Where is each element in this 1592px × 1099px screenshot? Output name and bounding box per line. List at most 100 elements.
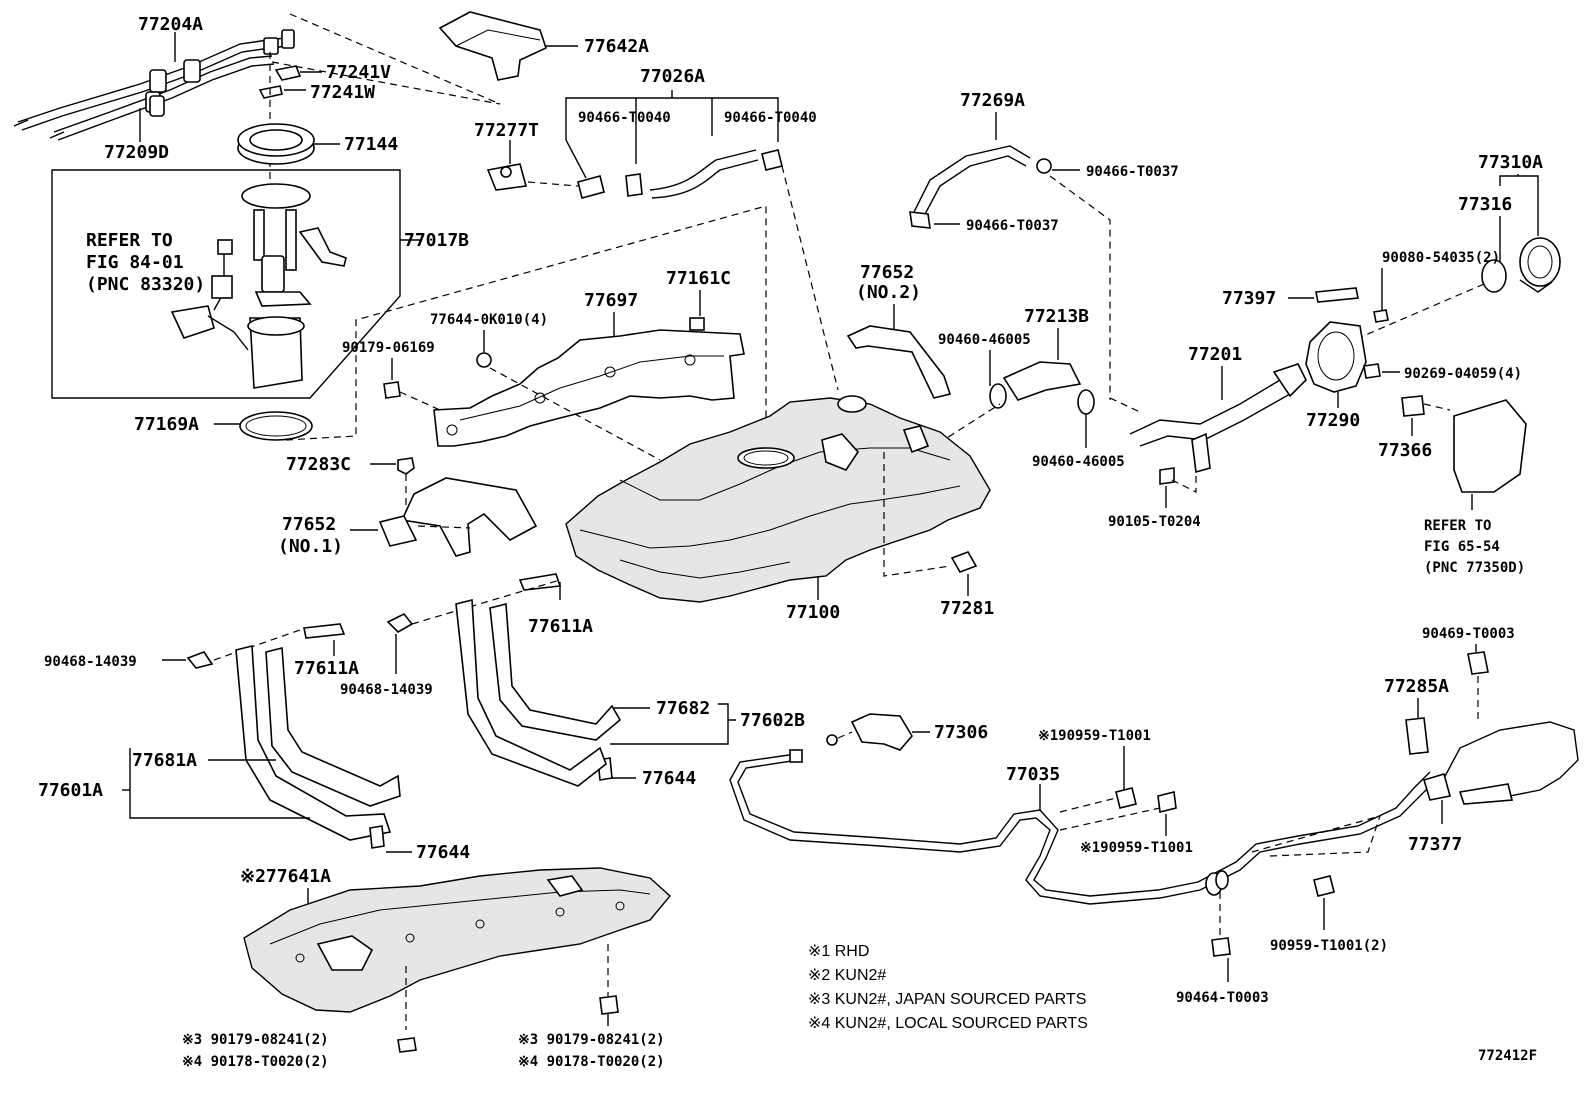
tank-band-77601A: [235, 644, 401, 841]
heat-insulator-77697: [433, 329, 745, 447]
fuel-cap-77310A: [1481, 237, 1561, 293]
label-90469-T0003: 90469-T0003: [1422, 626, 1515, 642]
label-90468-14039-a: 90468-14039: [44, 654, 137, 670]
footnote-3: ※3 KUN2#, JAPAN SOURCED PARTS: [808, 991, 1086, 1008]
label-90959-T1001-a: ※190959-T1001: [1038, 728, 1151, 744]
label-77377: 77377: [1408, 834, 1462, 855]
label-90179-08241-b: ※3 90179-08241(2): [518, 1032, 665, 1048]
label-77642A: 77642A: [584, 36, 649, 57]
fuel-lid: [1453, 399, 1527, 493]
pump-assembly-box: [51, 169, 401, 399]
label-77204A: 77204A: [138, 14, 203, 35]
label-77269A: 77269A: [960, 90, 1025, 111]
label-77169A: 77169A: [134, 414, 199, 435]
refer-fig-65-54-line3: (PNC 77350D): [1424, 560, 1525, 576]
label-77144: 77144: [344, 134, 398, 155]
label-77644-0K010: 77644-0K010(4): [430, 312, 548, 328]
filler-hose-77213B: [989, 361, 1095, 415]
label-90466-T0040-a: 90466-T0040: [578, 110, 671, 126]
refer-fig-65-54-line1: REFER TO: [1424, 518, 1491, 534]
label-77366: 77366: [1378, 440, 1432, 461]
bracket-77306: [850, 713, 913, 751]
label-90959-T1001-b: ※190959-T1001: [1080, 840, 1193, 856]
fuel-tank-77100: [565, 395, 991, 603]
label-90468-14039-b: 90468-14039: [340, 682, 433, 698]
tank-protector-77642A: [438, 11, 547, 81]
footnote-1: ※1 RHD: [808, 943, 869, 960]
label-77281: 77281: [940, 598, 994, 619]
label-77601A: 77601A: [38, 780, 103, 801]
refer-fig-84-01-line3: (PNC 83320): [86, 274, 205, 295]
label-77316: 77316: [1458, 194, 1512, 215]
label-90464-T0003: 90464-T0003: [1176, 990, 1269, 1006]
gasket-77397: [1315, 287, 1359, 303]
label-77611A-a: 77611A: [528, 616, 593, 637]
fuel-tube-assembly: [13, 29, 295, 141]
label-77161C: 77161C: [666, 268, 731, 289]
label-90959-T1001-c: 90959-T1001(2): [1270, 938, 1388, 954]
label-90178-T0020-b: ※4 90178-T0020(2): [518, 1054, 665, 1070]
label-77681A: 77681A: [132, 750, 197, 771]
fuel-line-77035: [729, 753, 1437, 905]
breather-hose-77269A: [909, 145, 1052, 229]
label-90105-T0204: 90105-T0204: [1108, 514, 1201, 530]
valve-77277T: [486, 163, 528, 191]
label-90269-04059: 90269-04059(4): [1404, 366, 1522, 382]
fuel-pump-module: [170, 183, 347, 389]
label-77213B: 77213B: [1024, 306, 1089, 327]
label-77100: 77100: [786, 602, 840, 623]
label-77277T: 77277T: [474, 120, 539, 141]
label-77652-no1-sub: (NO.1): [278, 536, 343, 557]
label-90080-54035: 90080-54035(2): [1382, 250, 1500, 266]
fuel-tank-band-no2: [846, 325, 952, 399]
label-77026A: 77026A: [640, 66, 705, 87]
footnotes: ※1 RHD ※2 KUN2# ※3 KUN2#, JAPAN SOURCED …: [808, 943, 1088, 1032]
refer-fig-65-54-line2: FIG 65-54: [1424, 539, 1500, 555]
label-90466-T0037-a: 90466-T0037: [1086, 164, 1179, 180]
label-77397: 77397: [1222, 288, 1276, 309]
label-77306: 77306: [934, 722, 988, 743]
label-90179-08241-a: ※3 90179-08241(2): [182, 1032, 329, 1048]
filler-housing-77290: [1305, 321, 1367, 393]
label-90460-46005-a: 90460-46005: [938, 332, 1031, 348]
hose-77377: [1423, 721, 1579, 805]
footnote-4: ※4 KUN2#, LOCAL SOURCED PARTS: [808, 1015, 1088, 1032]
label-77017B: 77017B: [404, 230, 469, 251]
fuel-tank-band-no1: [378, 477, 538, 557]
label-77682: 77682: [656, 698, 710, 719]
label-77652-no2: 77652: [860, 262, 914, 283]
retainer-ring-77144: [237, 123, 315, 165]
connector-90464: [1205, 870, 1229, 896]
diagram-id: 772412F: [1478, 1048, 1537, 1064]
label-77283C: 77283C: [286, 454, 351, 475]
label-77644-b: 77644: [416, 842, 470, 863]
refer-fig-84-01-line1: REFER TO: [86, 230, 173, 251]
label-77290: 77290: [1306, 410, 1360, 431]
label-77285A: 77285A: [1384, 676, 1449, 697]
label-77035: 77035: [1006, 764, 1060, 785]
label-77697: 77697: [584, 290, 638, 311]
vent-hose-assembly: [565, 139, 783, 199]
label-77652-no1: 77652: [282, 514, 336, 535]
label-77611A-b: 77611A: [294, 658, 359, 679]
filler-pipe-77201: [1129, 363, 1307, 474]
label-77201: 77201: [1188, 344, 1242, 365]
label-90460-46005-b: 90460-46005: [1032, 454, 1125, 470]
label-90179-06169: 90179-06169: [342, 340, 435, 356]
footnote-2: ※2 KUN2#: [808, 967, 886, 984]
label-77209D: 77209D: [104, 142, 169, 163]
label-77310A: 77310A: [1478, 152, 1543, 173]
under-cover-77641A: [243, 867, 671, 1013]
label-77602B: 77602B: [740, 710, 805, 731]
label-77652-no2-sub: (NO.2): [856, 282, 921, 303]
label-77641A: ※277641A: [240, 866, 331, 887]
label-77241W: 77241W: [310, 82, 375, 103]
label-77241V: 77241V: [326, 62, 391, 83]
label-90466-T0037-b: 90466-T0037: [966, 218, 1059, 234]
tank-band-77602B: [455, 598, 622, 787]
label-90466-T0040-b: 90466-T0040: [724, 110, 817, 126]
label-77644-a: 77644: [642, 768, 696, 789]
label-90178-T0020-a: ※4 90178-T0020(2): [182, 1054, 329, 1070]
refer-fig-84-01-line2: FIG 84-01: [86, 252, 184, 273]
